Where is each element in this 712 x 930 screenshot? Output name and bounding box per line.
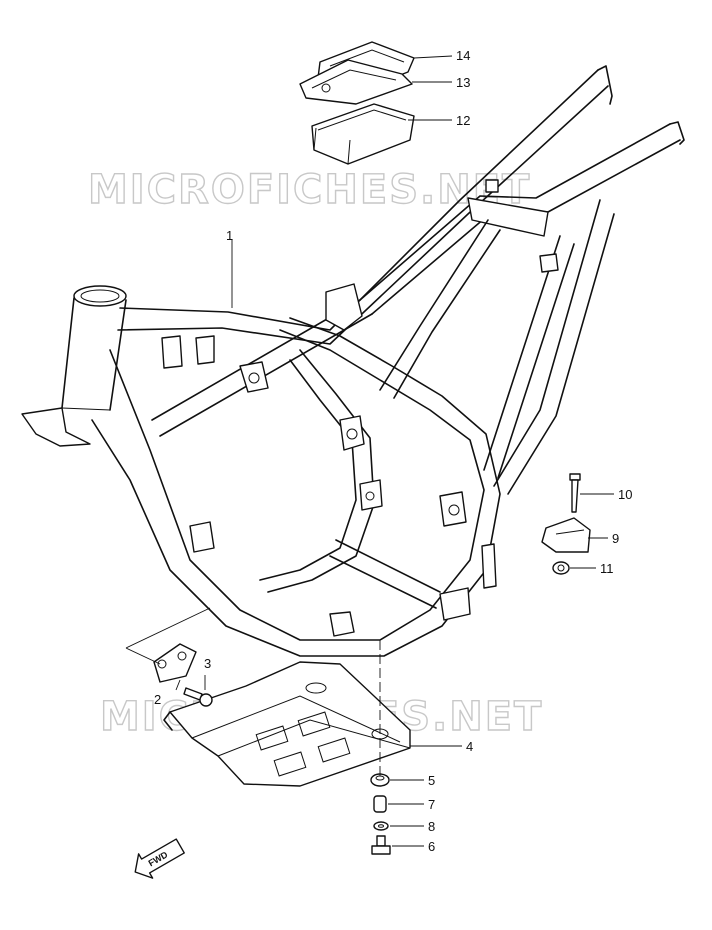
label-part-12: 12	[456, 113, 470, 128]
label-part-11: 11	[600, 561, 614, 576]
part-1-frame	[21, 65, 685, 657]
label-part-4: 4	[466, 739, 473, 754]
part-7-collar	[373, 795, 387, 813]
part-11-nut	[552, 561, 570, 575]
part-10-bolt	[569, 473, 581, 513]
label-part-6: 6	[428, 839, 435, 854]
fwd-arrow-icon: FWD	[134, 838, 185, 879]
label-part-14: 14	[456, 48, 470, 63]
label-part-7: 7	[428, 797, 435, 812]
part-3-bolt	[183, 687, 213, 707]
label-part-1: 1	[226, 228, 233, 243]
label-part-13: 13	[456, 75, 470, 90]
watermark-top: MICROFICHES.NET	[88, 167, 531, 213]
part-8-washer	[373, 821, 389, 831]
label-part-5: 5	[428, 773, 435, 788]
label-part-9: 9	[612, 531, 619, 546]
part-2-bracket	[153, 643, 197, 683]
label-part-10: 10	[618, 487, 632, 502]
label-part-2: 2	[154, 692, 161, 707]
part-4-skid-plate	[163, 661, 411, 787]
label-part-8: 8	[428, 819, 435, 834]
part-6-bolt	[371, 835, 391, 855]
part-13-gasket	[299, 59, 413, 105]
label-part-3: 3	[204, 656, 211, 671]
part-9-cushion	[541, 517, 591, 553]
part-12-tray	[311, 103, 415, 165]
